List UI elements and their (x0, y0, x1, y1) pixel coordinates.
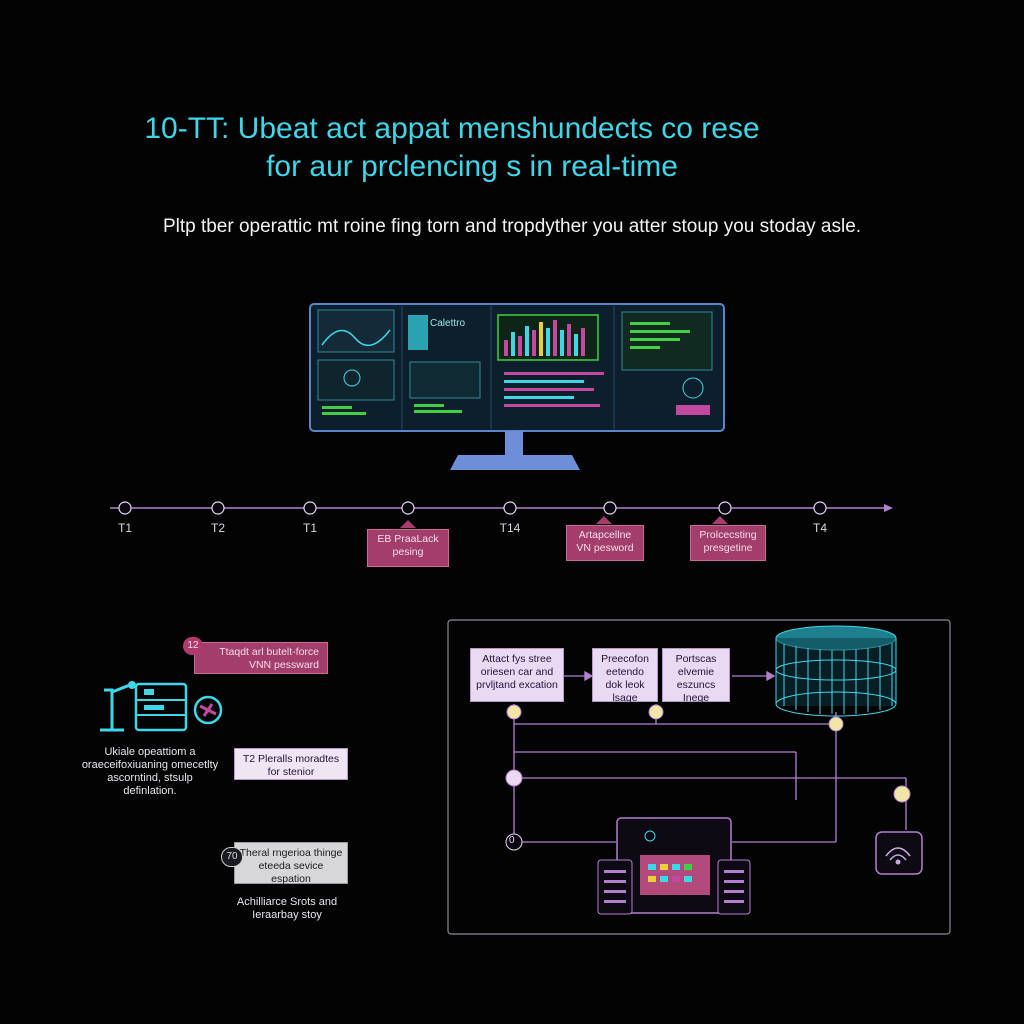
flow-box-1[interactable]: Attact fys stree oriesen car and prvljta… (470, 648, 564, 702)
timeline-tick-label: T4 (812, 521, 828, 535)
left-box-2[interactable]: T2 Pleralls moradtes for stenior (234, 748, 348, 780)
left-note-3: Achilliarce Srots and Ieraarbay stoy (236, 896, 338, 921)
timeline-tick-label: T1 (302, 521, 318, 535)
page-subtitle: Pltp tber operattic mt roine fing torn a… (162, 216, 862, 237)
monitor-panel-label: Calettro (430, 318, 466, 329)
flow-node-label: 0 (509, 835, 515, 846)
timeline-tick-label: T2 (210, 521, 226, 535)
flow-node[interactable] (893, 785, 911, 803)
left-box-3-text: Theral rngerioa thinge eteeda sevice esp… (239, 847, 343, 885)
flow-node[interactable] (648, 704, 664, 720)
timeline-node[interactable] (211, 501, 225, 515)
timeline-node[interactable] (813, 501, 827, 515)
timeline-node[interactable] (118, 501, 132, 515)
timeline-node[interactable] (303, 501, 317, 515)
monitor-illustration (309, 303, 725, 470)
left-callout-1-text: Ttaqdt arl butelt-force VNN pessward (219, 646, 319, 671)
flow-box-2[interactable]: Preecofon eetendo dok leok lsage (592, 648, 658, 704)
timeline-tick-label: T1 (117, 521, 133, 535)
timeline-callout[interactable]: Artapcellne VN pesword (566, 525, 644, 561)
timeline-node[interactable] (603, 501, 617, 515)
page-title: 10-TT: Ubeat act appat menshundects co r… (144, 112, 760, 145)
left-box-3[interactable]: 70 Theral rngerioa thinge eteeda sevice … (221, 842, 348, 885)
timeline-callout[interactable]: Prolcecsting presgetine (690, 525, 766, 561)
flow-node[interactable] (828, 716, 844, 732)
flow-node[interactable] (506, 704, 522, 720)
timeline-node[interactable] (718, 501, 732, 515)
devices-icon (597, 817, 751, 915)
flow-box-3[interactable]: Portscas elvemie eszuncs Inege (662, 648, 730, 704)
flow-diagram (447, 619, 951, 935)
server-icon (134, 682, 188, 732)
step-badge: 12 (183, 637, 203, 655)
left-icons (100, 681, 223, 732)
timeline (110, 501, 893, 528)
monitor-bar-chart (504, 320, 585, 356)
left-note-1: Ukiale opeattiom a oraeceifoxiuaning ome… (81, 746, 219, 797)
timeline-node[interactable] (401, 501, 415, 515)
left-callout-1[interactable]: 12 Ttaqdt arl butelt-force VNN pessward (183, 637, 328, 674)
timeline-tick-label: T14 (499, 521, 521, 535)
wireless-icon (875, 831, 923, 875)
step-badge: 70 (221, 847, 243, 867)
flow-node[interactable] (505, 769, 523, 787)
shield-icon (193, 695, 223, 725)
timeline-node[interactable] (503, 501, 517, 515)
page-title-line2: for aur prclencing s in real-time (266, 150, 678, 183)
timeline-callout[interactable]: EB PraaLack pesing (367, 529, 449, 567)
flow-node[interactable] (505, 833, 523, 851)
database-icon (775, 625, 897, 717)
